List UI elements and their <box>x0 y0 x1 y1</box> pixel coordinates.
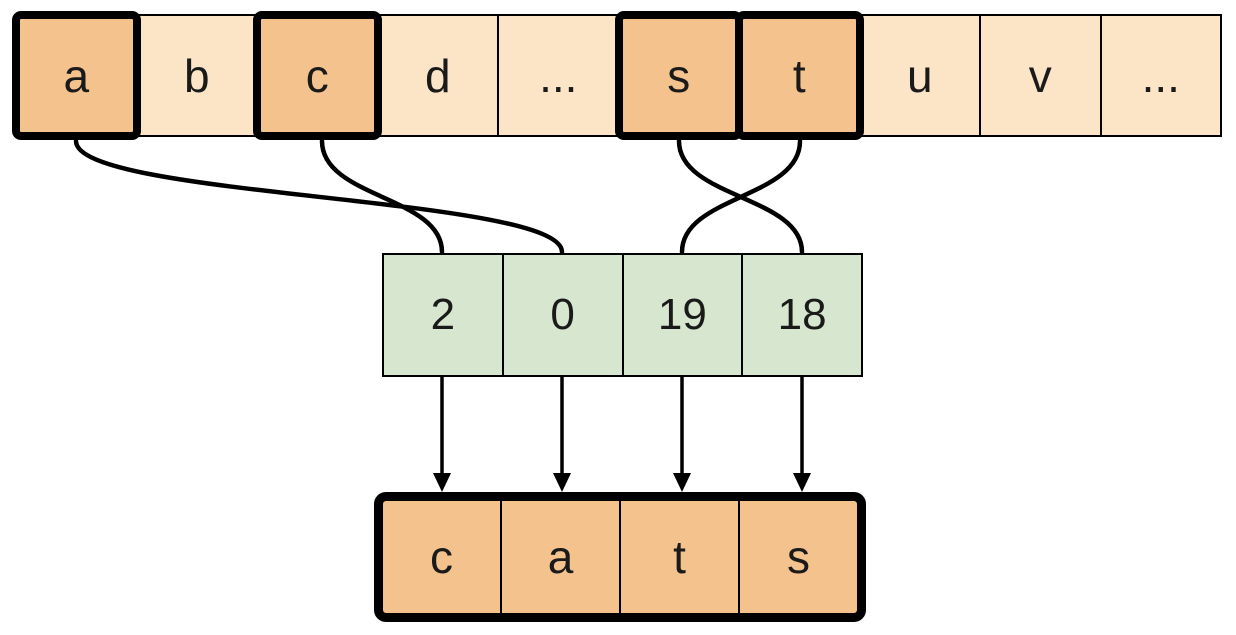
alphabet-cell-label: d <box>424 49 451 102</box>
alphabet-array: a b c d ... s t u v ... <box>12 11 1222 140</box>
alphabet-cell-label: a <box>63 49 90 102</box>
index-cell-value: 0 <box>550 290 575 339</box>
output-cell-s: s <box>740 501 857 613</box>
curve-c-to-index-2 <box>319 138 445 255</box>
arrow-index-19-to-output-t <box>673 377 691 492</box>
index-array: 2 0 19 18 <box>382 253 863 377</box>
output-cell-letter: c <box>430 531 453 583</box>
arrow-index-0-to-output-a <box>553 377 571 492</box>
alphabet-cell-u: u <box>860 16 981 135</box>
alphabet-cell-b: b <box>137 16 258 135</box>
arrow-index-18-to-output-s <box>793 377 811 492</box>
curve-s-to-index-18 <box>676 138 805 255</box>
alphabet-cell-label: c <box>305 49 329 102</box>
alphabet-cell-v: v <box>981 16 1102 135</box>
alphabet-cell-label: t <box>792 49 806 102</box>
alphabet-cell-label: ... <box>1141 49 1180 102</box>
curve-t-to-index-19 <box>679 138 803 255</box>
output-cell-a: a <box>502 501 621 613</box>
alphabet-cell-label: ... <box>539 49 578 102</box>
alphabet-cell-t: t <box>735 11 864 140</box>
alphabet-cell-label: s <box>667 49 691 102</box>
alphabet-cell-c: c <box>253 11 382 140</box>
index-cell-19: 19 <box>623 255 744 375</box>
index-cell-18: 18 <box>743 255 861 375</box>
alphabet-cell-ellipsis-1: ... <box>499 16 620 135</box>
output-cell-t: t <box>621 501 740 613</box>
alphabet-cell-label: b <box>183 49 210 102</box>
output-cell-letter: s <box>787 531 810 583</box>
alphabet-cell-label: u <box>906 49 933 102</box>
output-array: c a t s <box>374 492 866 622</box>
curve-a-to-index-0 <box>73 138 565 255</box>
index-cell-0: 0 <box>503 255 624 375</box>
alphabet-cell-label: v <box>1028 49 1052 102</box>
index-cell-value: 2 <box>430 290 456 339</box>
alphabet-cell-s: s <box>614 11 743 140</box>
index-cell-2: 2 <box>384 255 504 375</box>
alphabet-cell-d: d <box>378 16 499 135</box>
output-cell-letter: t <box>673 531 686 583</box>
output-cell-c: c <box>383 501 502 613</box>
arrow-index-2-to-output-c <box>433 377 451 492</box>
output-cell-letter: a <box>547 531 574 583</box>
alphabet-cell-a: a <box>12 11 141 140</box>
index-cell-value: 18 <box>777 290 827 339</box>
alphabet-cell-ellipsis-2: ... <box>1101 16 1220 135</box>
index-cell-value: 19 <box>657 290 707 339</box>
